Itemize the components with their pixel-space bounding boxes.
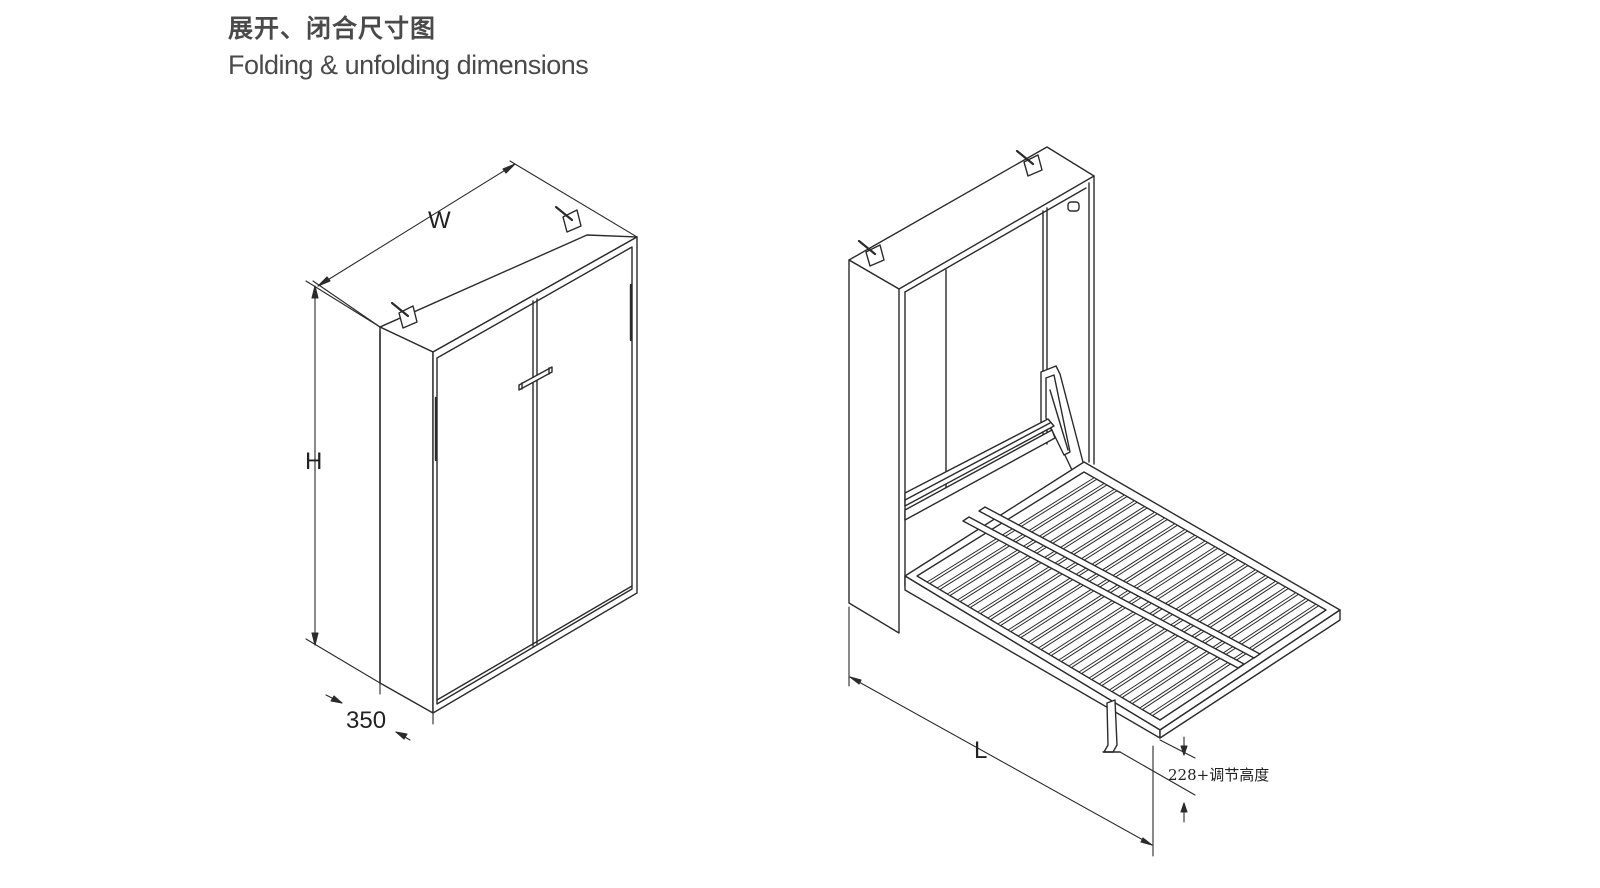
diagram-title-cn: 展开、闭合尺寸图	[228, 14, 437, 43]
bed-slat	[967, 500, 1138, 609]
bed-slat	[1038, 540, 1209, 651]
bed-slat	[1068, 557, 1239, 669]
bed-slat	[977, 506, 1148, 615]
bed-slat	[1078, 563, 1249, 675]
bed-slat	[1098, 575, 1269, 687]
open-cabinet-side	[848, 259, 900, 634]
open-wall-bracket-right	[1015, 149, 1043, 177]
diagram-title-en: Folding & unfolding dimensions	[228, 50, 589, 80]
bed-slat	[1088, 569, 1259, 681]
wall-bracket-left	[390, 301, 418, 329]
depth-label: 350	[346, 707, 386, 734]
open-cabinet-top	[848, 146, 1095, 290]
bed-slat	[1017, 529, 1188, 639]
closed-cabinet	[379, 205, 638, 714]
closed-cabinet-front	[432, 236, 638, 714]
depth-dimension	[325, 682, 434, 741]
width-dimension	[312, 160, 638, 328]
bed-support-rails	[962, 506, 1261, 669]
bed-slats	[926, 477, 1320, 717]
bed-head-rail	[904, 418, 1056, 521]
door-handle	[518, 366, 553, 391]
bed-leg	[1102, 699, 1121, 753]
bed-slat	[926, 477, 1098, 585]
height-dimension	[305, 280, 381, 684]
leg-height-note: 228+调节高度	[1168, 766, 1269, 784]
bed-slat	[946, 488, 1118, 597]
width-label: W	[428, 207, 451, 234]
wall-bracket-right	[554, 205, 582, 233]
bed-slat	[936, 483, 1108, 591]
cabinet-knob	[1067, 201, 1080, 212]
open-wall-bracket-left	[857, 239, 885, 267]
bed-slat	[987, 511, 1158, 621]
bed-slat	[1048, 546, 1219, 657]
bed-slat	[1007, 523, 1178, 633]
bed-slat	[957, 494, 1128, 603]
leg-height-dimension	[1119, 736, 1196, 823]
bed-slat	[997, 517, 1168, 627]
length-dimension	[848, 606, 1154, 857]
bed-slat	[1027, 534, 1199, 645]
bed-slat	[1058, 552, 1229, 663]
length-label: L	[974, 737, 987, 764]
height-label: H	[305, 448, 322, 475]
lift-mechanism	[1040, 365, 1085, 471]
closed-cabinet-side	[379, 326, 434, 714]
